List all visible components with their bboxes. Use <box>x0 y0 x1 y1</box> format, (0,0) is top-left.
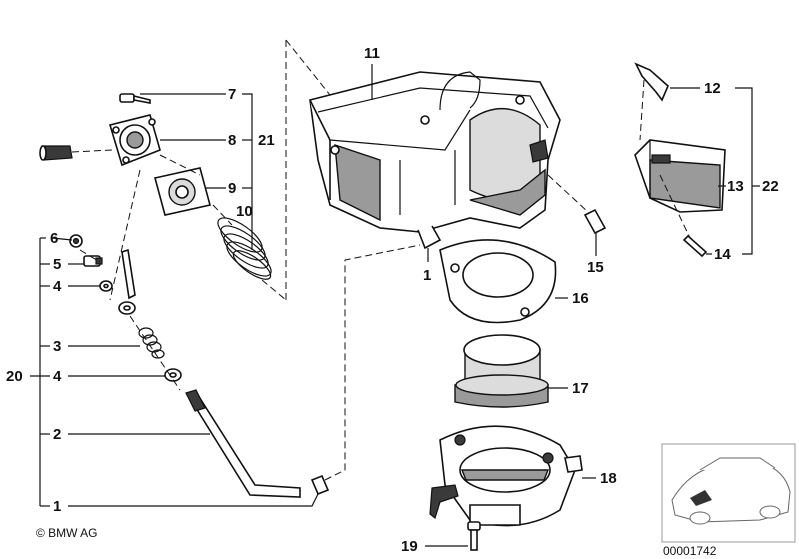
callout-15: 15 <box>587 259 604 276</box>
screw-bottom-part[interactable] <box>467 521 481 551</box>
bracket-part[interactable] <box>121 248 136 300</box>
washer-part[interactable] <box>99 280 113 292</box>
nut-part[interactable] <box>69 234 83 248</box>
callout-10: 10 <box>236 203 253 220</box>
car-thumbnail-icon <box>661 443 796 543</box>
callout-17: 17 <box>572 380 589 397</box>
callout-1-upper: 1 <box>423 267 431 284</box>
callout-18: 18 <box>600 470 617 487</box>
callout-22: 22 <box>762 178 779 195</box>
diaphragm-part[interactable] <box>154 167 211 216</box>
spring-small-part[interactable] <box>138 327 165 359</box>
callout-2: 2 <box>53 426 61 443</box>
callout-13: 13 <box>727 178 744 195</box>
callout-16: 16 <box>572 290 589 307</box>
callout-21: 21 <box>258 132 275 149</box>
washer-large-part[interactable] <box>118 301 136 315</box>
float-chamber-part[interactable] <box>309 71 561 250</box>
float-pin-part[interactable] <box>682 234 708 258</box>
clip-part[interactable] <box>310 474 330 496</box>
callout-11: 11 <box>364 45 380 62</box>
gasket-part[interactable] <box>439 239 557 324</box>
rod-part[interactable] <box>185 389 301 498</box>
callout-12: 12 <box>704 80 721 97</box>
diagram-number: 00001742 <box>663 544 717 558</box>
throttle-housing-part[interactable] <box>429 425 583 527</box>
callout-4-upper: 4 <box>53 278 62 295</box>
callout-3: 3 <box>53 338 61 355</box>
spring-part[interactable] <box>213 212 276 284</box>
callout-8: 8 <box>228 132 236 149</box>
callout-4-lower: 4 <box>53 368 62 385</box>
copyright-text: © BMW AG <box>36 526 98 540</box>
float-part[interactable] <box>634 139 726 213</box>
float-clip-part[interactable] <box>634 62 669 102</box>
callout-19: 19 <box>401 538 418 555</box>
cover-part[interactable] <box>108 114 161 167</box>
plug-part[interactable] <box>39 145 73 161</box>
callout-1-lower: 1 <box>53 498 61 515</box>
bolt-part[interactable] <box>83 255 103 267</box>
callout-7: 7 <box>228 86 236 103</box>
needle-part[interactable] <box>583 208 607 235</box>
callout-5: 5 <box>53 256 61 273</box>
callout-20: 20 <box>6 368 23 385</box>
callout-6: 6 <box>50 230 58 247</box>
screw-part[interactable] <box>119 93 151 104</box>
callout-14: 14 <box>714 246 731 263</box>
insert-part[interactable] <box>454 334 549 408</box>
callout-9: 9 <box>228 180 236 197</box>
